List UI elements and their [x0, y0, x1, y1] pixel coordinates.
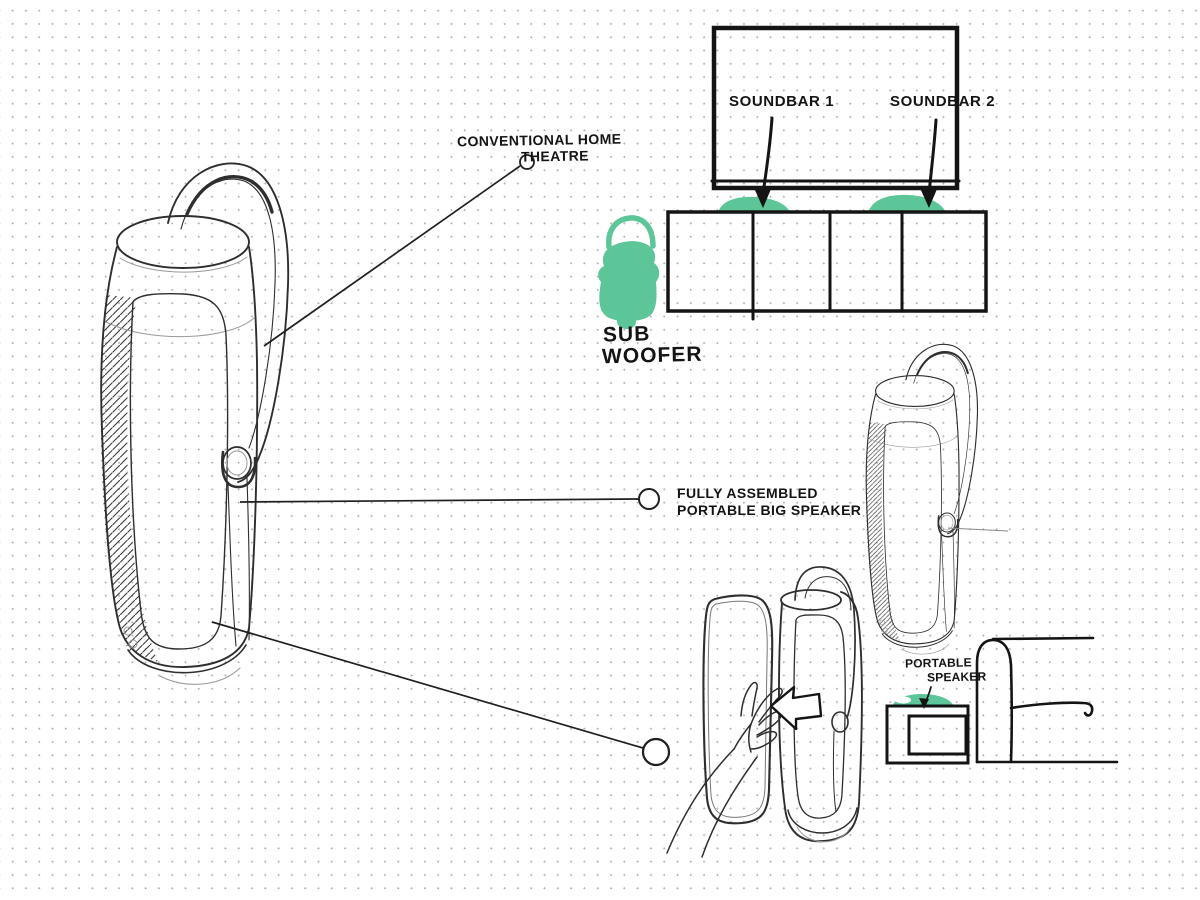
label-fully-assembled-line2: PORTABLE BIG SPEAKER: [677, 502, 862, 518]
detached-front-panel: [702, 594, 774, 825]
tv-screen: [711, 25, 960, 191]
hand-detaching-front-speaker-sketch: [666, 566, 863, 858]
label-fully-assembled-line1: FULLY ASSEMBLED: [677, 485, 818, 501]
detach-arrow: [769, 685, 823, 731]
portable-speaker-on-side-table-with-couch-sketch: [885, 636, 1119, 765]
hand-sketch: [666, 681, 783, 858]
hatch-shading: [100, 295, 158, 662]
arrow-head: [754, 188, 771, 208]
subwoofer-silhouette-icon: [598, 215, 660, 329]
label-sub-woofer-line1: SUB: [602, 322, 651, 347]
speaker-body-open: [778, 566, 863, 843]
portable-big-speaker-small-sketch: [864, 343, 979, 656]
side-table: [885, 704, 970, 765]
callout-leaders: [211, 154, 671, 767]
label-portable-speaker-line2: SPEAKER: [926, 669, 987, 685]
label-soundbar-2: SOUNDBAR 2: [890, 93, 996, 110]
label-conventional-home-theatre-line1: CONVENTIONAL HOME: [456, 130, 622, 150]
tv-cabinet: [666, 210, 988, 313]
construction-line: [947, 527, 1009, 532]
soundbar-1-blob: [718, 196, 790, 213]
label-soundbar-1: SOUNDBAR 1: [729, 93, 835, 110]
callout-dot-fully-assembled: [638, 488, 660, 510]
portable-big-speaker-sketch: [100, 162, 290, 685]
callout-dot-home-theatre: [519, 154, 535, 170]
couch-sketch: [975, 636, 1119, 764]
arrow-head: [920, 188, 937, 208]
label-portable-speaker-line1: PORTABLE: [904, 655, 972, 671]
label-sub-woofer-line2: WOOFER: [601, 342, 703, 369]
arrow-head: [919, 698, 929, 709]
tv-with-dual-soundbars-diagram: [666, 25, 988, 321]
label-conventional-home-theatre-line2: THEATRE: [520, 147, 590, 165]
callout-dot-detach: [641, 737, 671, 767]
